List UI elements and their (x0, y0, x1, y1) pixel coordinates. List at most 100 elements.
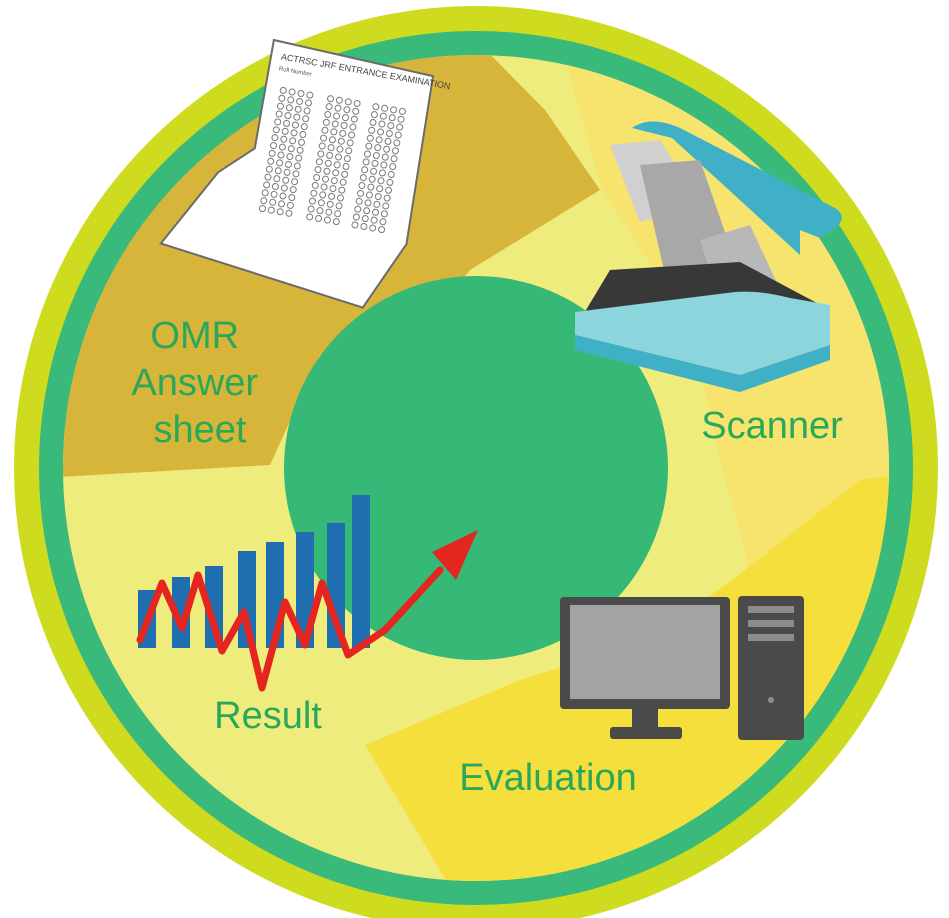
omr-bubble (381, 104, 389, 112)
stage-label-omr: OMR Answer sheet (131, 315, 268, 451)
omr-bubble (377, 128, 385, 136)
omr-bubble (368, 126, 376, 134)
omr-bubble (299, 130, 307, 138)
omr-bubble (394, 131, 402, 139)
omr-bubble (295, 154, 303, 162)
omr-bubble (278, 94, 286, 102)
omr-bubble (324, 111, 332, 119)
omr-bubble (293, 162, 301, 170)
omr-bubble (333, 112, 341, 120)
omr-bubble (343, 155, 351, 163)
omr-bubble (397, 115, 405, 123)
omr-bubble (326, 151, 334, 159)
omr-bubble (260, 197, 268, 205)
omr-bubble (287, 145, 295, 153)
stage-label-scanner-line-1: Scanner (701, 405, 843, 447)
omr-bubble (276, 208, 284, 216)
omr-bubble (372, 103, 380, 111)
omr-bubble (322, 175, 330, 183)
omr-bubble (385, 129, 393, 137)
omr-bubble (377, 177, 385, 185)
omr-bubble (300, 123, 308, 131)
omr-bubble (314, 166, 322, 174)
omr-bubble (278, 143, 286, 151)
omr-bubble (291, 178, 299, 186)
omr-bubble (323, 167, 331, 175)
omr-bubble (330, 177, 338, 185)
omr-bubble (382, 202, 390, 210)
omr-bubble (369, 224, 377, 232)
omr-bubble (296, 146, 304, 154)
omr-bubble (335, 202, 343, 210)
omr-bubble (339, 178, 347, 186)
omr-bubble (376, 185, 384, 193)
stage-label-result-line-1: Result (214, 695, 322, 737)
stage-label-evaluation: Evaluation (459, 757, 636, 799)
omr-bubble (265, 165, 273, 173)
chart-bar (172, 577, 190, 648)
omr-bubble (303, 107, 311, 115)
omr-bubble (321, 126, 329, 134)
omr-bubble (289, 186, 297, 194)
omr-bubble (366, 134, 374, 142)
omr-bubble (339, 129, 347, 137)
omr-bubble (276, 159, 284, 167)
omr-bubble (364, 199, 372, 207)
omr-bubble (381, 153, 389, 161)
omr-bubble (325, 103, 333, 111)
omr-bubble (348, 131, 356, 139)
omr-bubble (331, 120, 339, 128)
omr-bubble (383, 145, 391, 153)
omr-bubble (268, 149, 276, 157)
omr-bubble (325, 208, 333, 216)
omr-bubble (323, 216, 331, 224)
omr-bubble (296, 97, 304, 105)
omr-bubble (367, 183, 375, 191)
omr-bubble (318, 142, 326, 150)
omr-bubble (374, 193, 382, 201)
omr-bubble (335, 153, 343, 161)
omr-bubble (285, 104, 293, 112)
omr-bubble (387, 170, 395, 178)
stage-label-omr-line-3: sheet (154, 409, 247, 451)
omr-bubble (361, 166, 369, 174)
omr-bubble (283, 168, 291, 176)
scanner-icon (575, 121, 842, 392)
omr-bubble (293, 113, 301, 121)
omr-bubble (319, 191, 327, 199)
omr-bubble (373, 200, 381, 208)
stage-label-scanner: Scanner (701, 405, 843, 447)
stage-label-result: Result (214, 695, 322, 737)
omr-bubble (284, 160, 292, 168)
omr-bubble (279, 192, 287, 200)
omr-bubble (385, 186, 393, 194)
omr-bubble (369, 118, 377, 126)
omr-bubble (264, 173, 272, 181)
omr-bubble (269, 198, 277, 206)
omr-sheet-subheader: Roll Number (278, 66, 312, 78)
omr-bubble (276, 102, 284, 110)
omr-bubble (280, 135, 288, 143)
omr-bubble (370, 167, 378, 175)
omr-bubble (327, 144, 335, 152)
omr-bubble (311, 181, 319, 189)
omr-bubble (363, 150, 371, 158)
omr-bubble (258, 205, 266, 213)
omr-bubble (288, 194, 296, 202)
omr-bubble (337, 137, 345, 145)
omr-bubble (354, 205, 362, 213)
omr-bubble (287, 96, 295, 104)
omr-bubble (340, 122, 348, 130)
omr-bubble (370, 216, 378, 224)
omr-bubble (390, 155, 398, 163)
omr-bubble (298, 138, 306, 146)
omr-bubble (302, 115, 310, 123)
omr-bubble (341, 114, 349, 122)
omr-bubble (358, 182, 366, 190)
omr-bubble (280, 184, 288, 192)
omr-bubble (328, 192, 336, 200)
omr-bubble (310, 189, 318, 197)
omr-bubble (355, 197, 363, 205)
omr-bubble (316, 207, 324, 215)
